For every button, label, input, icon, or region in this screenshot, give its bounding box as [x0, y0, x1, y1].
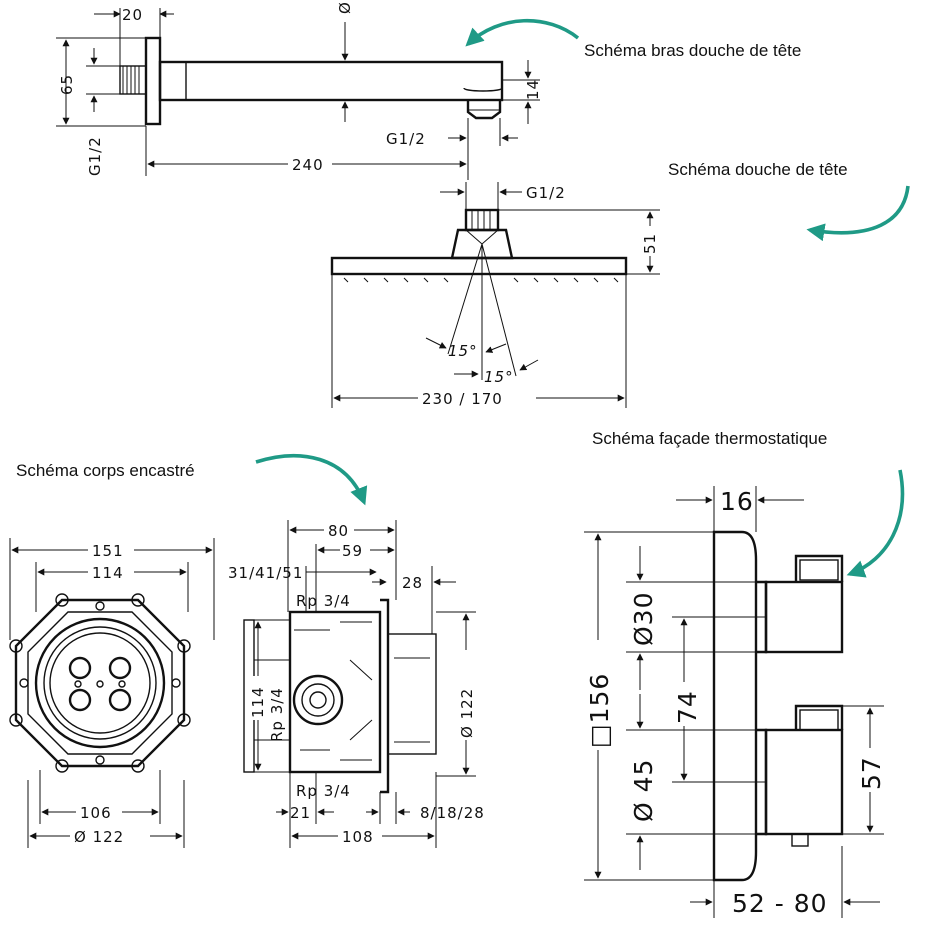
body-side-dim-21: 21	[290, 804, 311, 822]
caption-head: Schéma douche de tête	[668, 160, 848, 179]
body-front-lugs	[9, 593, 191, 773]
arm-dim-g12-left: G1/2	[86, 136, 104, 176]
arrow-arm-icon	[465, 18, 580, 47]
facade-dim-sq156: □156	[585, 673, 614, 748]
caption-facade: Schéma façade thermostatique	[592, 429, 827, 448]
body-side-dim-80: 80	[328, 522, 349, 540]
body-front-holes	[68, 656, 132, 712]
facade-dim-52-80: 52 - 80	[732, 889, 828, 918]
head-dim-angle-2: 15°	[484, 368, 514, 386]
facade-dim-dia45: Ø 45	[629, 759, 658, 822]
facade-dim-74: 74	[673, 690, 702, 724]
body-front-dim-106: 106	[80, 804, 112, 822]
arm-dim-20: 20	[122, 6, 143, 24]
facade-drawing: 16 □156 Ø30 74 Ø 45 57 52 - 80	[584, 486, 886, 918]
body-side-rp-side: Rp 3/4	[268, 687, 286, 742]
facade-dim-16: 16	[720, 487, 754, 516]
body-side-rp-bot: Rp 3/4	[296, 782, 351, 800]
caption-group: Schéma bras douche de tête Schéma douche…	[16, 41, 848, 480]
body-side-dim-28: 28	[402, 574, 423, 592]
caption-arm: Schéma bras douche de tête	[584, 41, 801, 60]
head-dim-g12: G1/2	[526, 184, 566, 202]
body-side-dim-dia122v: Ø 122	[458, 688, 476, 738]
arm-dim-65: 65	[58, 74, 76, 95]
head-dim-51: 51	[641, 233, 659, 254]
facade-dim-dia30: Ø30	[629, 592, 658, 647]
body-front-dim-114: 114	[92, 564, 124, 582]
arm-dim-240: 240	[292, 156, 324, 174]
head-drawing: G1/2 51 15° 15° 230 / 170	[330, 182, 660, 408]
arrow-head-icon	[806, 185, 910, 242]
body-side-dim-108: 108	[342, 828, 374, 846]
arrow-facade-icon	[846, 469, 905, 578]
body-side-dim-59: 59	[342, 542, 363, 560]
body-front-dim-151: 151	[92, 542, 124, 560]
body-side-dim-81828: 8/18/28	[420, 804, 485, 822]
body-front-dim-dia122: Ø 122	[74, 828, 124, 846]
head-dim-angle-1: 15°	[448, 342, 478, 360]
body-side-dim-114v: 114	[249, 686, 267, 718]
body-front-drawing: 151 114 106 Ø 122	[9, 538, 215, 848]
arm-dim-dia26: Ø 26	[336, 0, 354, 14]
pointer-arrows	[255, 18, 910, 578]
caption-body: Schéma corps encastré	[16, 461, 195, 480]
head-dim-230-170: 230 / 170	[422, 390, 503, 408]
arm-drawing: 20 Ø 26 65 G1/2 14 G1/2 240	[56, 0, 542, 180]
arm-dim-14: 14	[524, 79, 542, 100]
body-side-drawing: 80 59 31/41/51 28 Rp 3/4 114 Rp 3/4 Ø 12…	[228, 520, 485, 848]
body-side-dim-314151: 31/41/51	[228, 564, 303, 582]
arm-dim-g12-out: G1/2	[386, 130, 426, 148]
arrow-body-icon	[255, 454, 368, 506]
body-side-rp-top: Rp 3/4	[296, 592, 351, 610]
facade-dim-57: 57	[857, 756, 886, 790]
